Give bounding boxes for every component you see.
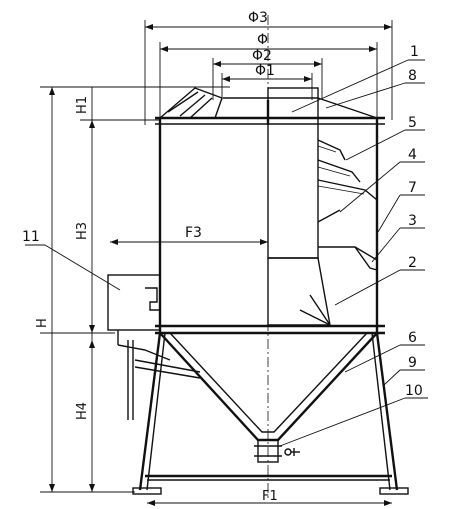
callout-8: 8 [408,68,417,84]
dim-f3: F3 [185,225,202,241]
support-frame [132,332,409,495]
dim-h3: H3 [75,222,90,240]
dim-h4: H4 [75,402,90,420]
dim-phi3: Φ3 [248,10,268,26]
dim-phi1: Φ1 [255,63,275,79]
hopper [159,332,378,463]
dim-phi: Φ [257,32,268,48]
dim-h: H [35,318,50,328]
callout-1: 1 [410,44,419,60]
callout-7: 7 [408,180,417,196]
dimension-lines-top [144,20,393,125]
callout-10: 10 [405,383,423,399]
side-device [107,274,201,420]
dim-f1: F1 [262,489,278,504]
collector-body [155,87,385,335]
callout-11: 11 [22,229,40,245]
callout-9: 9 [408,355,417,371]
callout-numbers: 1 8 5 4 7 3 2 6 9 10 11 [22,44,423,399]
callout-2: 2 [408,255,417,271]
dim-phi2: Φ2 [252,48,272,64]
callout-6: 6 [408,330,417,346]
callout-4: 4 [408,147,417,163]
dim-h1: H1 [75,96,90,114]
callout-3: 3 [408,213,417,229]
callout-5: 5 [408,115,417,131]
leader-lines [25,59,428,447]
dimension-lines-left [40,86,392,506]
dimension-text: Φ3 Φ Φ2 Φ1 F3 F1 H1 H3 H H4 [35,10,278,504]
